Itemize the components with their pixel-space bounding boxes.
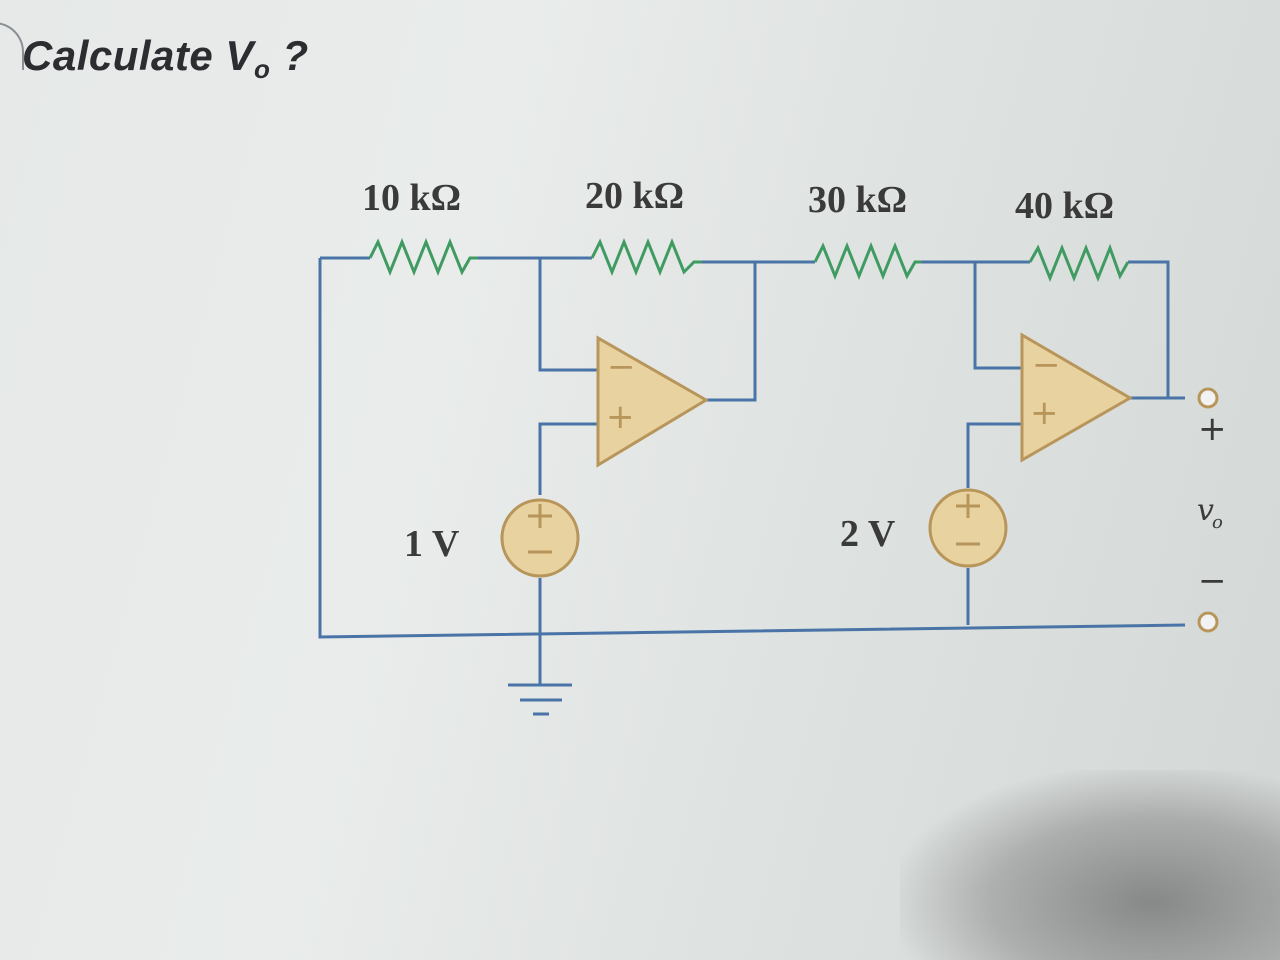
problem-title-subscript: o <box>253 54 271 84</box>
wire-opamp1-inverting <box>538 258 598 372</box>
source-1v-plus <box>528 504 552 528</box>
resistor-10k <box>368 237 478 277</box>
wire-opamp2-inverting <box>973 262 1022 370</box>
wire-opamp1-output <box>706 262 757 402</box>
source-2v-label: 2 V <box>840 513 896 555</box>
output-voltage-subscript: o <box>1212 512 1223 533</box>
opamp-1 <box>596 335 709 468</box>
wire-feedback-right <box>1128 260 1170 398</box>
resistor-20k <box>590 237 702 277</box>
opamp-2 <box>1020 332 1133 463</box>
wire-opamp1-noninverting <box>538 422 598 495</box>
ground-icon <box>508 683 572 716</box>
resistor-40k <box>1028 243 1130 283</box>
resistor-30k <box>813 241 922 281</box>
problem-title: Calculate Vo ? <box>22 32 309 85</box>
source-2v <box>928 488 1008 568</box>
source-1v <box>500 498 580 578</box>
resistor-40k-label: 40 kΩ <box>1015 185 1114 227</box>
opamp-1-inverting-sign: − <box>607 347 636 387</box>
source-2v-plus <box>956 494 980 518</box>
output-terminal-plus <box>1197 387 1219 409</box>
opamp-2-noninverting-sign: + <box>1030 393 1059 433</box>
problem-title-text: Calculate V <box>22 32 254 79</box>
opamp-1-noninverting-sign: + <box>606 397 635 437</box>
source-1v-label: 1 V <box>404 523 460 565</box>
wire-left-bottom <box>318 258 1186 639</box>
resistor-10k-label: 10 kΩ <box>362 177 461 219</box>
output-voltage-label: v <box>1197 493 1214 528</box>
hand-shadow <box>900 770 1280 960</box>
output-minus-sign: − <box>1198 561 1227 601</box>
opamp-2-inverting-sign: − <box>1032 345 1061 385</box>
problem-title-suffix: ? <box>270 32 309 79</box>
resistor-20k-label: 20 kΩ <box>585 175 684 217</box>
output-terminal-minus <box>1197 611 1219 633</box>
resistor-30k-label: 30 kΩ <box>808 179 907 221</box>
wire-opamp2-noninverting <box>966 422 1022 488</box>
output-plus-sign: + <box>1198 409 1227 449</box>
